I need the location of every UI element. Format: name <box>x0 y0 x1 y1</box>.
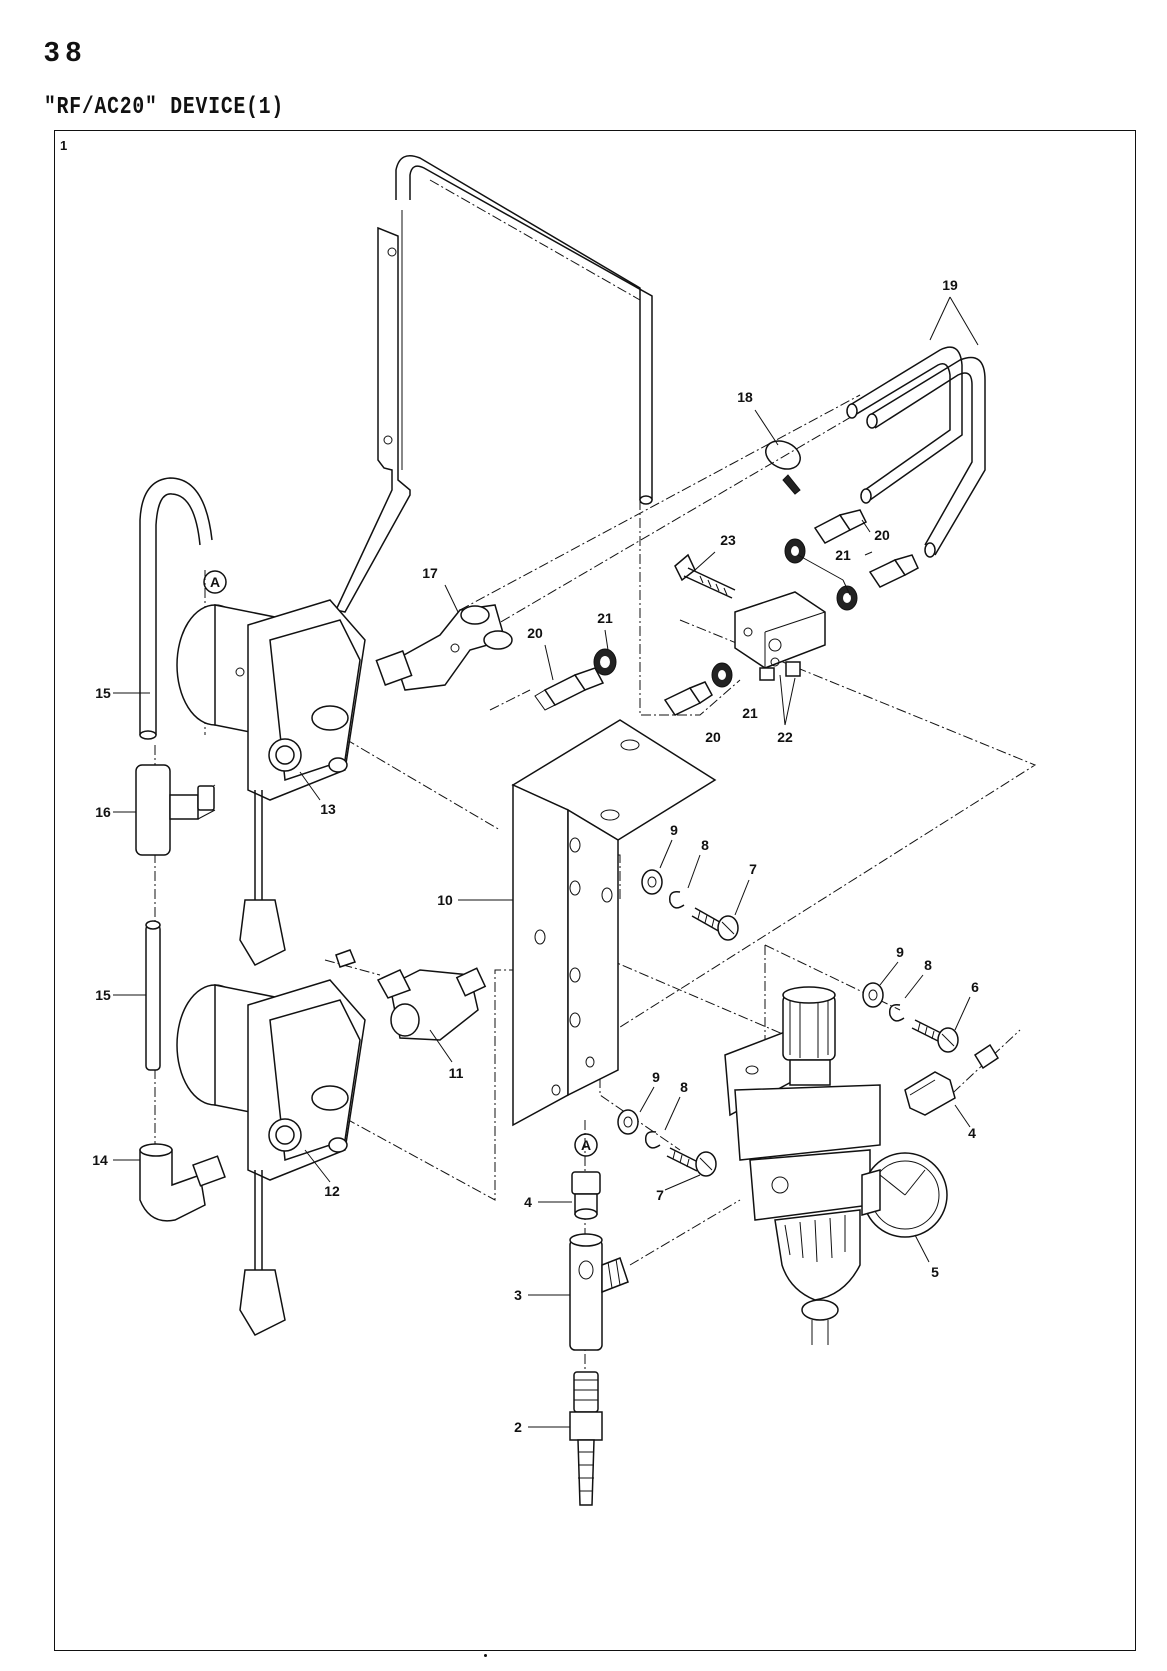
screw-part-7-upper <box>692 908 738 940</box>
washer-part-9-lower <box>618 1110 638 1134</box>
lock-washer-part-8-mid <box>890 1005 904 1021</box>
callout-16: 16 <box>95 804 111 820</box>
filter-regulator-part-5 <box>725 987 947 1345</box>
adapter-part-4-right <box>905 1072 955 1115</box>
callout-4-lower: 4 <box>524 1194 532 1210</box>
washer-part-21-left <box>594 649 616 675</box>
callout-20-left: 20 <box>527 625 543 641</box>
washer-part-21-top <box>785 539 805 563</box>
callout-15-upper: 15 <box>95 685 111 701</box>
callout-14: 14 <box>92 1152 108 1168</box>
nipple-part-20-left <box>535 668 603 710</box>
callout-18: 18 <box>737 389 753 405</box>
washer-part-9-upper <box>642 870 662 894</box>
callout-20-mid: 20 <box>705 729 721 745</box>
callout-11: 11 <box>449 1065 464 1081</box>
callout-4-right: 4 <box>968 1125 976 1141</box>
callout-13: 13 <box>320 801 336 817</box>
mounting-strip <box>336 220 410 612</box>
callout-15-lower: 15 <box>95 987 111 1003</box>
bracket-part-10 <box>513 720 715 1125</box>
solenoid-valve-part-12 <box>177 980 365 1335</box>
callout-20-top: 20 <box>874 527 890 543</box>
callout-5: 5 <box>931 1264 939 1280</box>
lock-washer-part-8-upper <box>670 892 684 908</box>
connector-mark-a-lower: A <box>575 1134 597 1156</box>
svg-text:A: A <box>581 1137 591 1153</box>
callout-9-upper: 9 <box>670 822 678 838</box>
callout-17: 17 <box>422 565 438 581</box>
y-fitting-part-17 <box>376 605 512 690</box>
pipe-part-19 <box>847 347 985 557</box>
page-dot <box>484 1654 487 1657</box>
callout-8-lower: 8 <box>680 1079 688 1095</box>
pipe-stub-right <box>975 1045 998 1068</box>
svg-text:A: A <box>210 574 220 590</box>
tee-fitting-part-16 <box>136 765 215 855</box>
callout-19: 19 <box>942 277 958 293</box>
screw-part-6 <box>912 1020 958 1052</box>
callout-7-upper: 7 <box>749 861 757 877</box>
screw-part-7-lower <box>667 1148 716 1176</box>
tee-fitting-part-3 <box>570 1234 628 1350</box>
callout-9-lower: 9 <box>652 1069 660 1085</box>
solenoid-valve-part-13 <box>177 600 365 965</box>
callout-6: 6 <box>971 979 979 995</box>
hose-barb-part-2 <box>570 1372 602 1505</box>
hose-part-15-lower <box>146 921 160 1070</box>
adapter-part-4-lower <box>572 1172 600 1219</box>
callout-21-left: 21 <box>597 610 613 626</box>
washer-part-9-mid <box>863 983 883 1007</box>
connector-mark-a-upper: A <box>204 571 226 593</box>
elbow-fitting-part-14 <box>140 1144 225 1221</box>
washer-part-21-mid <box>712 663 732 687</box>
callout-22: 22 <box>777 729 793 745</box>
callout-21-mid: 21 <box>742 705 758 721</box>
callout-10: 10 <box>437 892 453 908</box>
callout-7-lower: 7 <box>656 1187 664 1203</box>
callout-21-top: 21 <box>835 547 851 563</box>
callout-12: 12 <box>324 1183 340 1199</box>
nipple-part-20-right <box>870 555 918 587</box>
nipple-part-20-top <box>815 510 866 543</box>
manifold-block-part-22 <box>735 592 825 680</box>
lock-washer-part-8-lower <box>646 1132 660 1148</box>
callout-2: 2 <box>514 1419 522 1435</box>
nipple-part-20-mid <box>665 682 712 715</box>
air-tube-top <box>396 156 652 504</box>
callout-23: 23 <box>720 532 736 548</box>
callout-8-mid: 8 <box>924 957 932 973</box>
callout-8-upper: 8 <box>701 837 709 853</box>
callout-3: 3 <box>514 1287 522 1303</box>
callout-9-mid: 9 <box>896 944 904 960</box>
